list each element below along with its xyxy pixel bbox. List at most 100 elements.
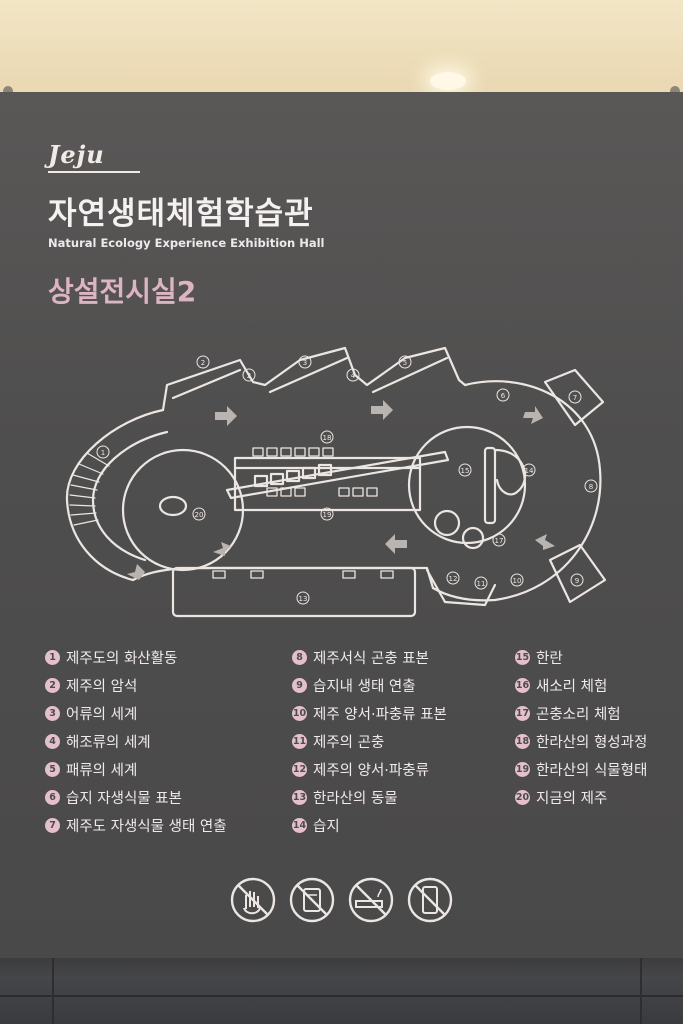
legend-number-badge: 8 bbox=[292, 650, 307, 665]
outer-wall-left bbox=[65, 408, 165, 582]
legend-label: 어류의 세계 bbox=[66, 707, 138, 723]
legend-number-badge: 2 bbox=[45, 678, 60, 693]
exhibit-15-stand bbox=[483, 446, 497, 525]
legend-label: 새소리 체험 bbox=[536, 679, 608, 695]
legend-number-badge: 10 bbox=[292, 706, 307, 721]
legend-label: 제주의 양서·파충류 bbox=[313, 763, 429, 779]
map-number-label: 1 bbox=[101, 449, 105, 457]
legend-number-badge: 18 bbox=[515, 734, 530, 749]
exhibit-17-disc bbox=[433, 509, 461, 537]
legend-number-badge: 20 bbox=[515, 790, 530, 805]
legend-label: 습지 bbox=[313, 819, 340, 835]
legend-label: 한라산의 형성과정 bbox=[536, 735, 648, 751]
hall-title-english: Natural Ecology Experience Exhibition Ha… bbox=[48, 236, 325, 250]
no-touching-icon bbox=[230, 877, 276, 923]
legend-number-badge: 16 bbox=[515, 678, 530, 693]
legend-number-badge: 14 bbox=[292, 818, 307, 833]
right-outer-wall bbox=[431, 380, 602, 602]
exhibition-sign-board bbox=[0, 92, 683, 958]
legend-label: 지금의 제주 bbox=[536, 791, 608, 807]
legend-number-badge: 11 bbox=[292, 734, 307, 749]
legend-item: 13 한라산의 동물 bbox=[292, 787, 398, 808]
legend-number-badge: 12 bbox=[292, 762, 307, 777]
exhibit-1-hatching bbox=[69, 452, 110, 526]
annex-room-7 bbox=[543, 368, 605, 427]
legend-label: 습지내 생태 연출 bbox=[313, 679, 416, 695]
map-number-label: 4 bbox=[351, 372, 356, 380]
legend-number-badge: 13 bbox=[292, 790, 307, 805]
legend-item: 10 제주 양서·파충류 표본 bbox=[292, 703, 447, 724]
map-number-label: 5 bbox=[403, 359, 407, 367]
legend-label: 해조류의 세계 bbox=[66, 735, 151, 751]
top-rooms-inner bbox=[171, 356, 449, 400]
no-smoking-icon bbox=[348, 877, 394, 923]
mount-screw bbox=[3, 86, 13, 96]
exhibit-16-disc bbox=[461, 526, 485, 550]
map-number-label: 2 bbox=[201, 359, 205, 367]
map-number-label: 14 bbox=[525, 467, 534, 475]
exhibit-13-hall bbox=[171, 566, 417, 618]
legend-item: 12 제주의 양서·파충류 bbox=[292, 759, 429, 780]
legend-item: 20 지금의 제주 bbox=[515, 787, 607, 808]
legend-item: 6 습지 자생식물 표본 bbox=[45, 787, 182, 808]
map-number-label: 15 bbox=[461, 467, 470, 475]
legend-label: 한라산의 동물 bbox=[313, 791, 398, 807]
map-number-label: 3 bbox=[303, 359, 307, 367]
legend-item: 8 제주서식 곤충 표본 bbox=[292, 647, 429, 668]
legend-item: 14 습지 bbox=[292, 815, 340, 836]
annex-room-9 bbox=[548, 543, 607, 604]
map-number-label: 18 bbox=[323, 434, 332, 442]
direction-arrows bbox=[127, 400, 555, 580]
map-number-label: 12 bbox=[449, 575, 458, 583]
legend-label: 한란 bbox=[536, 651, 563, 667]
jeju-logo-underline bbox=[48, 171, 140, 173]
wall-base-panel bbox=[0, 958, 683, 1024]
wall-base-line bbox=[0, 995, 683, 997]
top-rooms bbox=[161, 346, 467, 412]
map-number-label: 9 bbox=[575, 577, 579, 585]
legend-item: 3 어류의 세계 bbox=[45, 703, 137, 724]
legend-number-badge: 5 bbox=[45, 762, 60, 777]
exhibition-room-title: 상설전시실2 bbox=[48, 275, 197, 308]
exhibit-11-12-chambers bbox=[425, 568, 497, 607]
legend-number-badge: 9 bbox=[292, 678, 307, 693]
exhibit-18-boxes bbox=[252, 447, 334, 457]
legend-label: 제주서식 곤충 표본 bbox=[313, 651, 429, 667]
map-number-label: 8 bbox=[589, 483, 593, 491]
exhibit-20-model bbox=[158, 495, 188, 517]
legend-number-badge: 3 bbox=[45, 706, 60, 721]
legend-item: 7 제주도 자생식물 생태 연출 bbox=[45, 815, 227, 836]
map-number-label: 7 bbox=[573, 394, 577, 402]
mount-screw bbox=[670, 86, 680, 96]
wall-base-seam bbox=[640, 958, 642, 1024]
legend-label: 곤충소리 체험 bbox=[536, 707, 621, 723]
exhibit-14-pond bbox=[493, 448, 527, 496]
legend-label: 습지 자생식물 표본 bbox=[66, 791, 182, 807]
jeju-logo: Jeju bbox=[48, 140, 105, 169]
central-exhibit-block bbox=[233, 456, 422, 512]
legend-label: 한라산의 식물형태 bbox=[536, 763, 648, 779]
legend-number-badge: 17 bbox=[515, 706, 530, 721]
legend-number-badge: 6 bbox=[45, 790, 60, 805]
no-phone-icon bbox=[407, 877, 453, 923]
legend-label: 제주 양서·파충류 표본 bbox=[313, 707, 447, 723]
exhibit-19-boxes bbox=[266, 487, 378, 497]
map-number-label: 11 bbox=[477, 580, 486, 588]
ceiling-light bbox=[430, 72, 466, 90]
legend-label: 제주도 자생식물 생태 연출 bbox=[66, 819, 227, 835]
walkway-boxes bbox=[253, 463, 333, 488]
no-drinks-icon bbox=[289, 877, 335, 923]
map-number-markers bbox=[96, 355, 598, 605]
wall-base-seam bbox=[52, 958, 54, 1024]
map-number-label: 2 bbox=[247, 372, 251, 380]
legend-number-badge: 7 bbox=[45, 818, 60, 833]
map-number-label: 6 bbox=[501, 392, 506, 400]
legend-item: 9 습지내 생태 연출 bbox=[292, 675, 416, 696]
legend-label: 제주도의 화산활동 bbox=[66, 651, 178, 667]
